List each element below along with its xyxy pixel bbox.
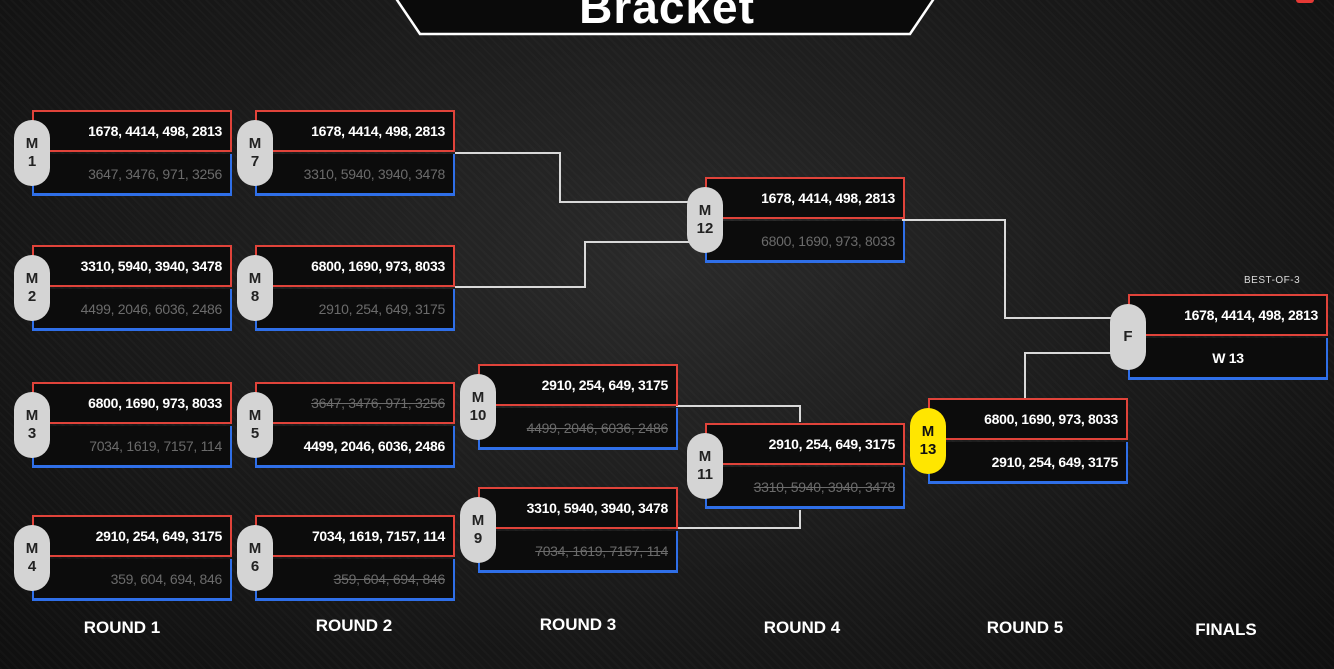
match-m9[interactable]: 3310, 5940, 3940, 3478 7034, 1619, 7157,… <box>460 487 678 575</box>
match-slot-bottom[interactable]: 359, 604, 694, 846 <box>255 559 455 601</box>
match-m11[interactable]: 2910, 254, 649, 3175 3310, 5940, 3940, 3… <box>687 423 905 511</box>
match-slot-bottom[interactable]: 2910, 254, 649, 3175 <box>255 289 455 331</box>
match-slot-top[interactable]: 2910, 254, 649, 3175 <box>478 364 678 406</box>
match-slot-top[interactable]: 3647, 3476, 971, 3256 <box>255 382 455 424</box>
connector-m7-m12 <box>455 152 705 203</box>
round-label-finals: FINALS <box>1195 620 1257 639</box>
match-slot-bottom[interactable]: 6800, 1690, 973, 8033 <box>705 221 905 263</box>
connector-m9-m11 <box>676 510 801 529</box>
match-slot-bottom[interactable]: 2910, 254, 649, 3175 <box>928 442 1128 484</box>
match-slot-top[interactable]: 1678, 4414, 498, 2813 <box>32 110 232 152</box>
best-of-label: BEST-OF-3 <box>1244 275 1301 286</box>
match-slot-bottom[interactable]: 3310, 5940, 3940, 3478 <box>255 154 455 196</box>
match-slot-bottom[interactable]: 7034, 1619, 7157, 114 <box>478 531 678 573</box>
round-label-5: ROUND 5 <box>986 618 1064 637</box>
connector-m12-f <box>902 219 1128 319</box>
match-slot-top[interactable]: 1678, 4414, 498, 2813 <box>1128 294 1328 336</box>
match-slot-top[interactable]: 6800, 1690, 973, 8033 <box>255 245 455 287</box>
match-slot-bottom[interactable]: 359, 604, 694, 846 <box>32 559 232 601</box>
match-slot-bottom[interactable]: 4499, 2046, 6036, 2486 <box>32 289 232 331</box>
match-slot-top[interactable]: 6800, 1690, 973, 8033 <box>32 382 232 424</box>
match-slot-top[interactable]: 3310, 5940, 3940, 3478 <box>478 487 678 529</box>
round-label-4: ROUND 4 <box>763 618 841 637</box>
connector-m10-m11 <box>676 405 801 422</box>
round-label-1: ROUND 1 <box>83 618 161 637</box>
match-m10[interactable]: 2910, 254, 649, 3175 4499, 2046, 6036, 2… <box>460 364 678 452</box>
round-label-2: ROUND 2 <box>315 616 393 635</box>
match-m8[interactable]: 6800, 1690, 973, 8033 2910, 254, 649, 31… <box>237 245 455 333</box>
match-slot-bottom[interactable]: 4499, 2046, 6036, 2486 <box>478 408 678 450</box>
match-slot-top[interactable]: 2910, 254, 649, 3175 <box>705 423 905 465</box>
page-title: Bracket <box>579 0 755 33</box>
match-slot-top[interactable]: 1678, 4414, 498, 2813 <box>255 110 455 152</box>
match-slot-bottom[interactable]: W 13 <box>1128 338 1328 380</box>
match-slot-bottom[interactable]: 4499, 2046, 6036, 2486 <box>255 426 455 468</box>
match-m4[interactable]: 2910, 254, 649, 3175 359, 604, 694, 846 … <box>14 515 232 603</box>
match-slot-bottom[interactable]: 7034, 1619, 7157, 114 <box>32 426 232 468</box>
match-m13[interactable]: 6800, 1690, 973, 8033 2910, 254, 649, 31… <box>910 398 1128 486</box>
match-slot-top[interactable]: 6800, 1690, 973, 8033 <box>928 398 1128 440</box>
match-m5[interactable]: 3647, 3476, 971, 3256 4499, 2046, 6036, … <box>237 382 455 470</box>
match-m7[interactable]: 1678, 4414, 498, 2813 3310, 5940, 3940, … <box>237 110 455 198</box>
match-slot-top[interactable]: 7034, 1619, 7157, 114 <box>255 515 455 557</box>
match-m3[interactable]: 6800, 1690, 973, 8033 7034, 1619, 7157, … <box>14 382 232 470</box>
title-banner <box>395 0 935 36</box>
match-m12[interactable]: 1678, 4414, 498, 2813 6800, 1690, 973, 8… <box>687 177 905 265</box>
match-m6[interactable]: 7034, 1619, 7157, 114 359, 604, 694, 846… <box>237 515 455 603</box>
match-slot-top[interactable]: 3310, 5940, 3940, 3478 <box>32 245 232 287</box>
match-id-badge: F <box>1110 304 1146 370</box>
match-slot-bottom[interactable]: 3647, 3476, 971, 3256 <box>32 154 232 196</box>
match-m1[interactable]: 1678, 4414, 498, 2813 3647, 3476, 971, 3… <box>14 110 232 198</box>
match-m2[interactable]: 3310, 5940, 3940, 3478 4499, 2046, 6036,… <box>14 245 232 333</box>
corner-indicator <box>1296 0 1314 3</box>
round-label-3: ROUND 3 <box>539 615 617 634</box>
match-slot-top[interactable]: 1678, 4414, 498, 2813 <box>705 177 905 219</box>
match-final[interactable]: 1678, 4414, 498, 2813 W 13 F <box>1110 294 1328 382</box>
match-slot-bottom[interactable]: 3310, 5940, 3940, 3478 <box>705 467 905 509</box>
connector-m13-f <box>1024 352 1128 398</box>
match-slot-top[interactable]: 2910, 254, 649, 3175 <box>32 515 232 557</box>
connector-m8-m12 <box>455 241 705 288</box>
